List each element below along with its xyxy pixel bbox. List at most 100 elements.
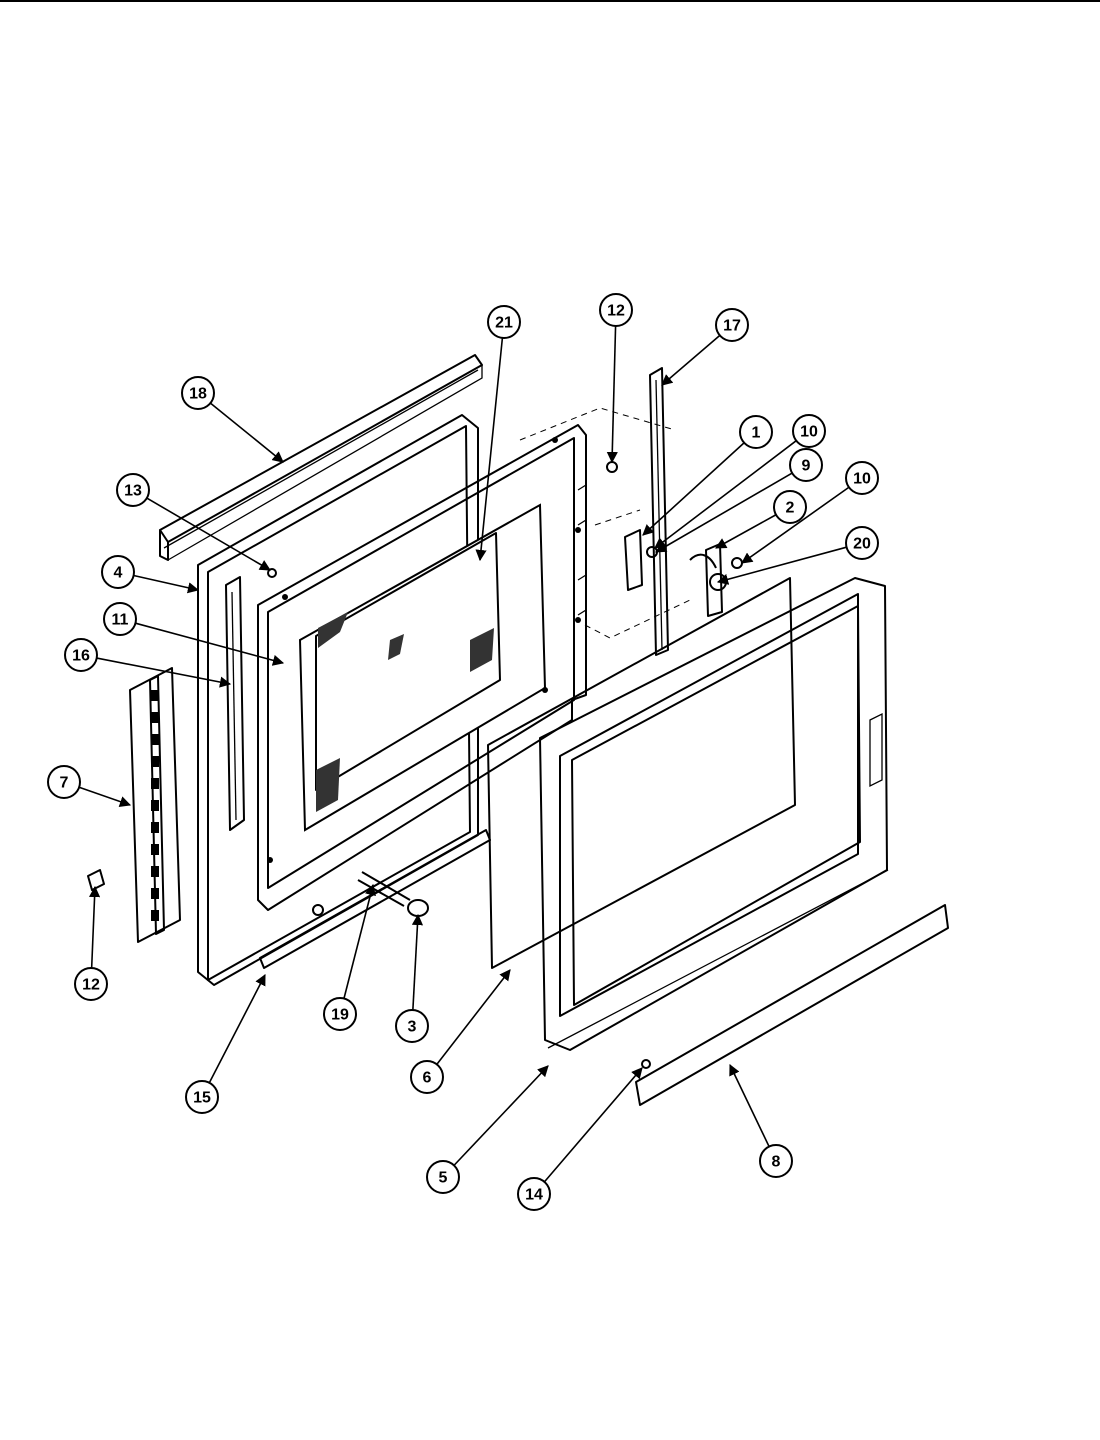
leader-line-5 <box>453 1065 549 1166</box>
hinge-knuckle <box>151 712 159 723</box>
callout-15: 15 <box>185 1080 219 1114</box>
part-bottom-strip <box>259 829 491 969</box>
leader-lines <box>78 325 850 1183</box>
callout-14: 14 <box>517 1177 551 1211</box>
part-top-trim-strip <box>159 354 483 561</box>
leader-line-10 <box>741 486 850 564</box>
callout-circle <box>789 448 823 482</box>
hinge-knuckle <box>151 800 159 811</box>
leader-line-13 <box>146 497 271 571</box>
leader-line-10 <box>654 440 797 549</box>
callout-circle <box>487 305 521 339</box>
callout-circle <box>845 461 879 495</box>
hinge-knuckle <box>151 778 159 789</box>
callout-circle <box>116 473 150 507</box>
callout-16: 16 <box>64 638 98 672</box>
screws <box>87 568 651 1069</box>
hinge-knuckle <box>151 822 159 833</box>
callout-label: 1 <box>752 425 761 442</box>
hinge-knuckle <box>151 756 159 767</box>
callout-circle <box>759 1144 793 1178</box>
leader-line-16 <box>96 657 232 688</box>
callout-label: 14 <box>525 1187 543 1204</box>
leader-line-3 <box>411 913 424 1011</box>
leader-line-20 <box>716 546 847 585</box>
callout-label: 13 <box>124 483 142 500</box>
part-knob <box>407 899 429 917</box>
leader-line-14 <box>543 1067 643 1183</box>
hinge-knuckle <box>151 690 159 701</box>
callout-label: 8 <box>772 1154 781 1171</box>
callout-9: 9 <box>789 448 823 482</box>
callout-label: 6 <box>423 1070 432 1087</box>
hinge-knuckle <box>151 910 159 921</box>
callout-7: 7 <box>47 765 81 799</box>
leader-line-8 <box>729 1063 770 1147</box>
callout-label: 15 <box>193 1090 211 1107</box>
leader-line-1 <box>642 442 745 536</box>
callout-circle <box>845 526 879 560</box>
callout-circle <box>517 1177 551 1211</box>
callout-3: 3 <box>395 1009 429 1043</box>
callout-label: 7 <box>60 775 69 792</box>
leader-line-15 <box>208 974 266 1084</box>
callout-label: 10 <box>800 424 818 441</box>
callout-label: 3 <box>408 1019 417 1036</box>
callout-21: 21 <box>487 305 521 339</box>
callout-20: 20 <box>845 526 879 560</box>
leader-line-9 <box>655 472 793 553</box>
leader-line-12 <box>606 325 618 464</box>
callout-label: 21 <box>495 315 513 332</box>
hinge-knuckle <box>151 844 159 855</box>
leader-line-17 <box>661 334 721 386</box>
callout-circle <box>47 765 81 799</box>
callout-2: 2 <box>773 490 807 524</box>
callout-label: 12 <box>607 303 625 320</box>
callout-label: 11 <box>112 612 129 629</box>
callout-18: 18 <box>181 376 215 410</box>
callout-circle <box>773 490 807 524</box>
callout-10: 10 <box>792 414 826 448</box>
callout-label: 2 <box>786 500 795 517</box>
part-inner-door-liner <box>257 424 587 911</box>
leader-line-18 <box>209 402 284 463</box>
leader-line-4 <box>133 574 200 594</box>
hinge-knuckle <box>151 888 159 899</box>
callout-circle <box>64 638 98 672</box>
callout-5: 5 <box>426 1160 460 1194</box>
callout-17: 17 <box>715 308 749 342</box>
callout-8: 8 <box>759 1144 793 1178</box>
leader-line-12 <box>88 885 101 969</box>
hinge-knuckle <box>151 866 159 877</box>
callout-circle <box>739 415 773 449</box>
callout-12: 12 <box>74 967 108 1001</box>
callout-circle <box>395 1009 429 1043</box>
callout-circle <box>715 308 749 342</box>
leader-line-2 <box>715 514 777 549</box>
callout-circle <box>599 293 633 327</box>
callout-circle <box>103 602 137 636</box>
callout-12: 12 <box>599 293 633 327</box>
leader-line-21 <box>475 337 504 562</box>
part-latch-hardware <box>606 461 743 617</box>
callout-label: 9 <box>802 458 811 475</box>
leader-line-19 <box>343 883 376 999</box>
callout-circle <box>410 1060 444 1094</box>
callout-circle <box>185 1080 219 1114</box>
part-vertical-channel <box>225 576 245 831</box>
callout-label: 5 <box>439 1170 448 1187</box>
callout-label: 19 <box>331 1007 349 1024</box>
callout-label: 17 <box>723 318 741 335</box>
callout-label: 10 <box>853 471 871 488</box>
callout-circle <box>101 555 135 589</box>
callout-label: 12 <box>82 977 100 994</box>
callout-circle <box>74 967 108 1001</box>
callout-13: 13 <box>116 473 150 507</box>
latch-bracket-outline <box>519 407 691 639</box>
callout-circle <box>792 414 826 448</box>
callout-4: 4 <box>101 555 135 589</box>
callout-label: 20 <box>853 536 871 553</box>
callout-label: 18 <box>189 386 207 403</box>
